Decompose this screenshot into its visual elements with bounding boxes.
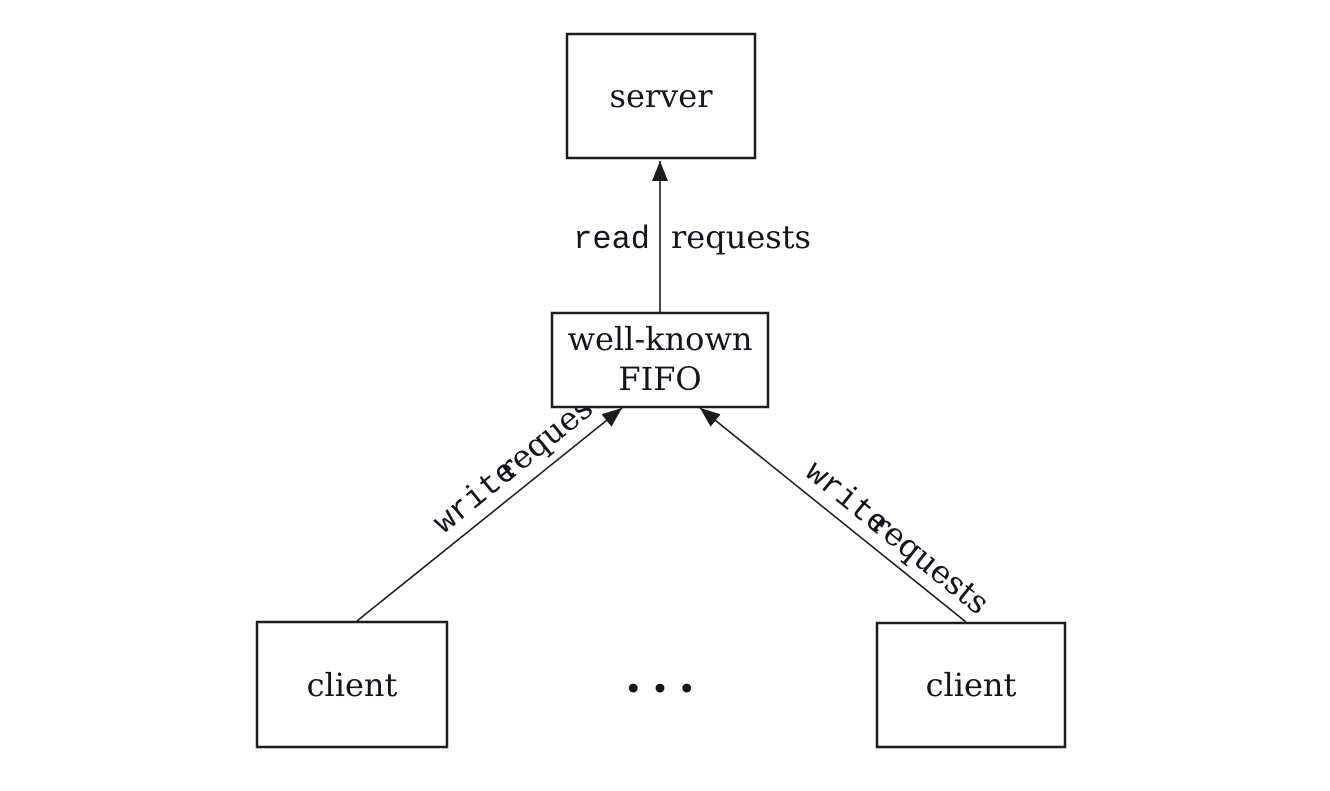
client-right-label: client [926,666,1017,704]
fifo-label-line2: FIFO [618,360,701,398]
arrow-client-right-to-fifo [699,407,967,623]
client-right-box [875,621,1067,749]
write-requests-right-rest: requests [864,504,997,622]
well-known-fifo-box [550,311,770,409]
arrow-client-left-to-fifo [356,407,623,622]
clients-ellipsis: ... [625,648,705,704]
write-requests-label-right: writerequests [798,451,997,623]
server-label: server [610,77,714,115]
read-requests-label-keyword: read [573,221,650,258]
fifo-label-line1: well-known [568,320,753,358]
server-box [565,32,757,160]
client-left-label: client [307,666,398,704]
read-requests-label-rest: requests [671,218,811,256]
client-left-box [255,620,449,749]
